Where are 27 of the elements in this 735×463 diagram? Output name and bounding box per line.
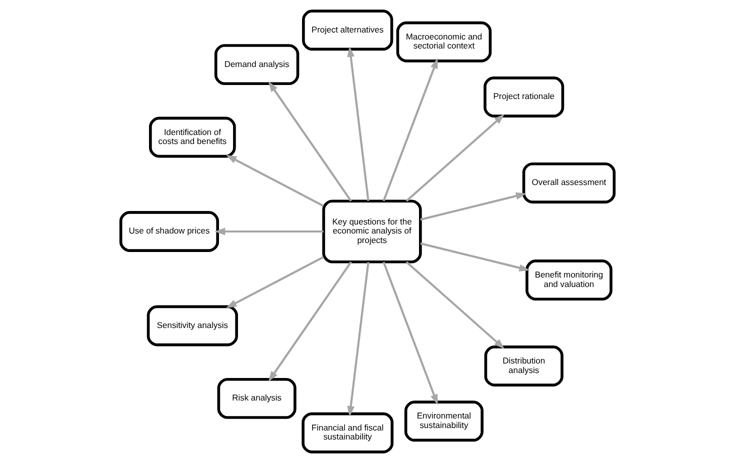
node-box: Environmental sustainability — [404, 400, 484, 442]
arrow — [226, 256, 324, 308]
node-box: Distribution analysis — [484, 346, 564, 386]
node-box: Project alternatives — [302, 10, 394, 51]
node-box: Project rationale — [484, 76, 564, 118]
arrow — [382, 262, 438, 406]
node-box: Sensitivity analysis — [146, 305, 238, 346]
arrow — [214, 228, 324, 236]
arrow — [226, 154, 324, 207]
node-box: Risk analysis — [217, 378, 296, 419]
node-box: Use of shadow prices — [119, 211, 219, 252]
arrow — [420, 192, 527, 221]
arrow — [347, 46, 370, 202]
arrow — [268, 81, 352, 202]
node-box: Identification of costs and benefits — [149, 116, 236, 158]
arrow — [347, 262, 370, 417]
node-box: Key questions for the economic analysis of projects — [322, 200, 422, 264]
arrow — [406, 261, 505, 349]
node-box: Macroeconomic and sectorial context — [396, 21, 492, 62]
arrow — [382, 58, 438, 202]
node-box: Demand analysis — [214, 44, 300, 86]
arrow — [406, 114, 505, 202]
node-box: Overall assessment — [522, 162, 616, 204]
arrow — [268, 261, 352, 382]
node-box: Benefit monitoring and valuation — [526, 260, 612, 301]
node-box: Financial and fiscal sustainability — [302, 412, 394, 454]
arrow — [420, 242, 530, 272]
